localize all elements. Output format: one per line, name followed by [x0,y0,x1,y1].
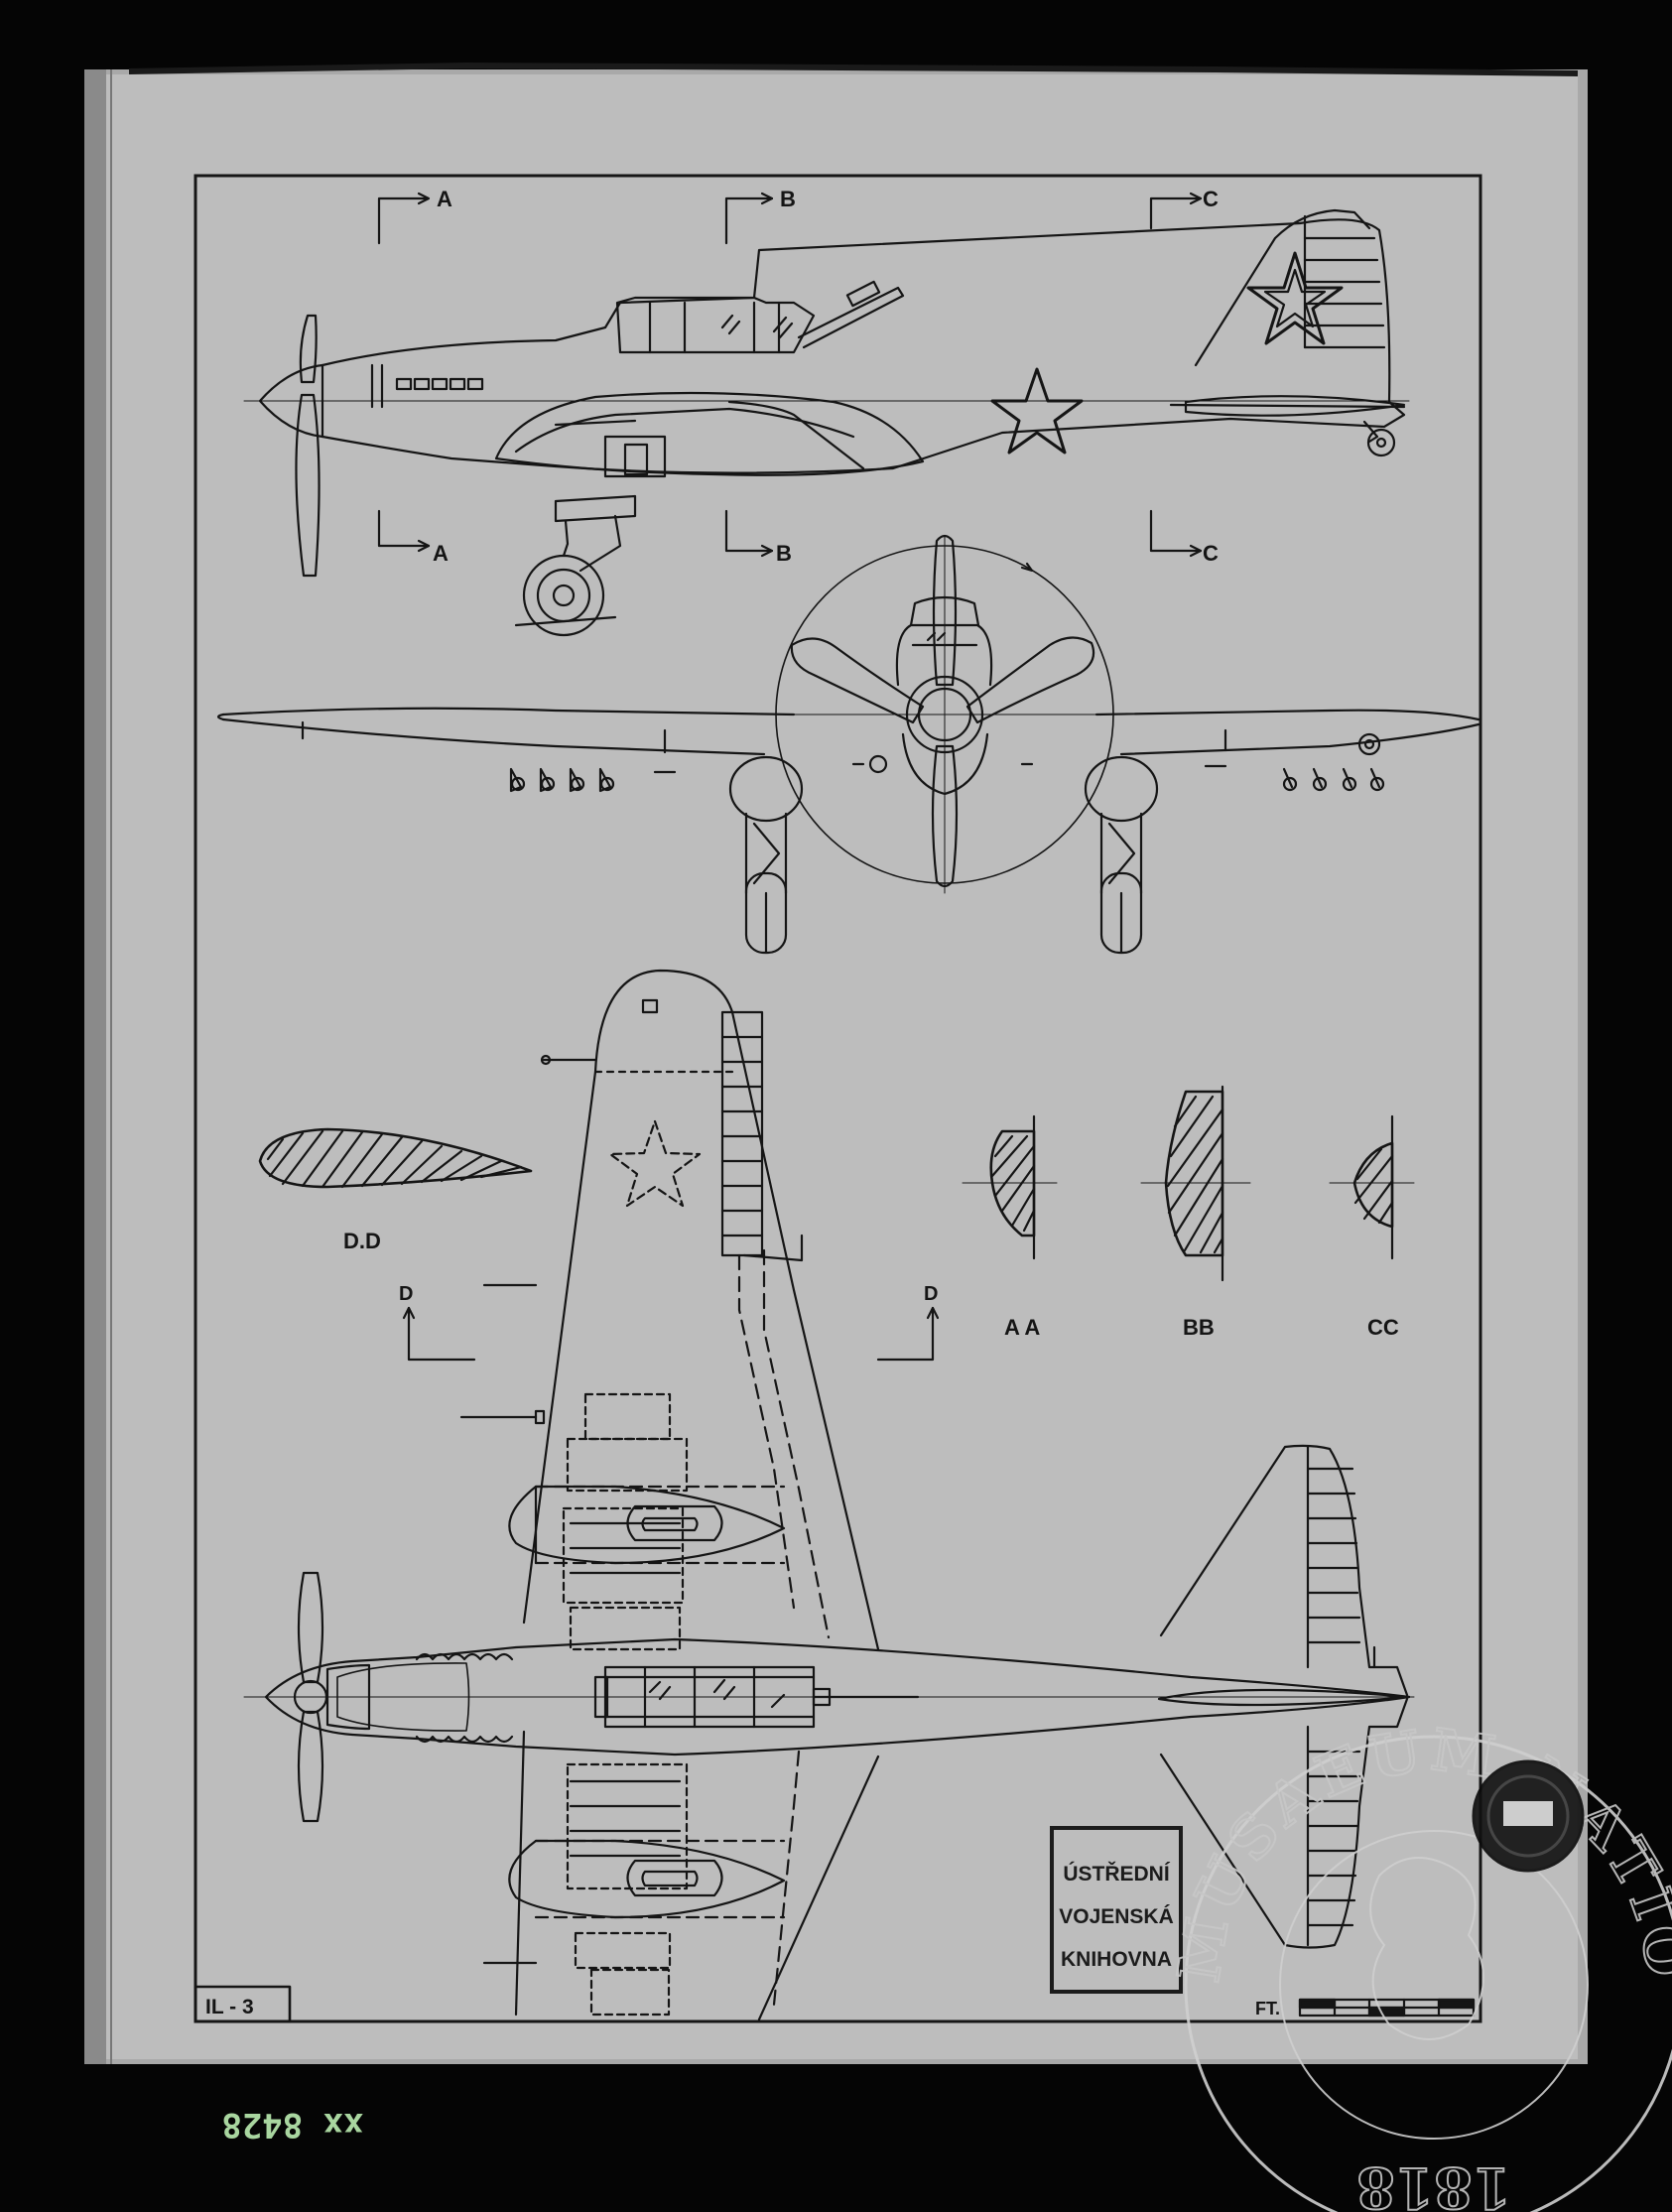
section-label-dd: D.D [343,1229,381,1253]
front-view [216,534,1480,955]
section-label-cc: CC [1367,1315,1399,1340]
section-markers-d [402,1306,940,1362]
stamp-line-1: ÚSTŘEDNÍ [1063,1862,1171,1886]
fuselage-sections [962,1085,1415,1282]
seal-year: 1818 [1356,2154,1511,2212]
stamp-line-2: VOJENSKÁ [1059,1905,1174,1928]
section-marker-c-bottom: C [1203,541,1219,566]
section-marker-d-left: D [399,1283,413,1305]
section-marker-c-top: C [1203,187,1219,211]
airfoil-section-dd [258,1127,533,1189]
stamp-line-3: KNIHOVNA [1061,1948,1172,1971]
plate-id: IL - 3 [205,1996,254,2018]
section-markers-top [377,192,1203,558]
plate-id-box [193,1985,292,2023]
drawing-frame [193,174,1482,2023]
section-marker-b-top: B [780,187,796,211]
section-marker-b-bottom: B [776,541,792,566]
side-view [243,208,1410,637]
section-label-aa: A A [1004,1315,1040,1340]
negative-code: xx 8428 [221,2105,363,2145]
section-marker-a-bottom: A [433,541,449,566]
labels: A A B B C C D D D.D A A BB CC IL - 3 FT. [205,187,1399,2018]
scale-bar [1298,1998,1476,2017]
top-view [243,969,1415,2021]
library-stamp: ÚSTŘEDNÍ VOJENSKÁ KNIHOVNA [1050,1826,1183,1994]
section-label-bb: BB [1183,1315,1215,1340]
section-marker-a-top: A [437,187,452,211]
section-marker-d-right: D [924,1283,938,1305]
scale-label: FT. [1255,1999,1280,2018]
